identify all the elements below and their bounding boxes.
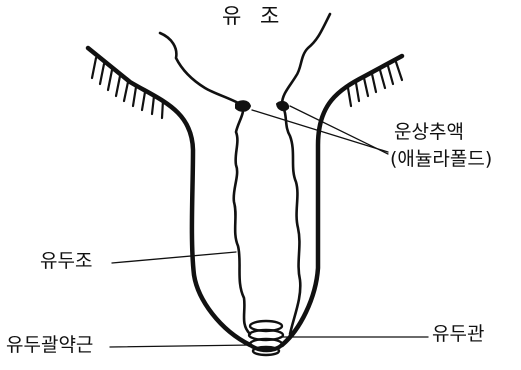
annular-fold-label: 운상추액: [394, 123, 464, 142]
sphincter-coils: [249, 321, 283, 355]
leader-lines: [110, 106, 428, 347]
teat-canal-label: 유두관: [432, 325, 484, 344]
annular-fold-sublabel: (애뉼라폴드): [390, 150, 492, 169]
leader-annular-fold-2: [290, 106, 388, 154]
leader-sphincter: [110, 345, 252, 347]
outer-wall-right: [282, 56, 402, 345]
inner-lining-left: [160, 33, 250, 334]
lining-blob-right: [277, 102, 288, 110]
outer-wall-left: [88, 48, 250, 345]
inner-lining-right: [282, 14, 330, 334]
teat-sphincter-label: 유두괄약근: [6, 336, 93, 355]
teat-cistern-label: 유두조: [40, 252, 92, 271]
hair-hatching-left: [92, 58, 163, 118]
lining-blob-left: [236, 101, 250, 111]
gland-cistern-label: 유 조: [222, 6, 285, 27]
leader-teat-cistern: [112, 252, 236, 263]
